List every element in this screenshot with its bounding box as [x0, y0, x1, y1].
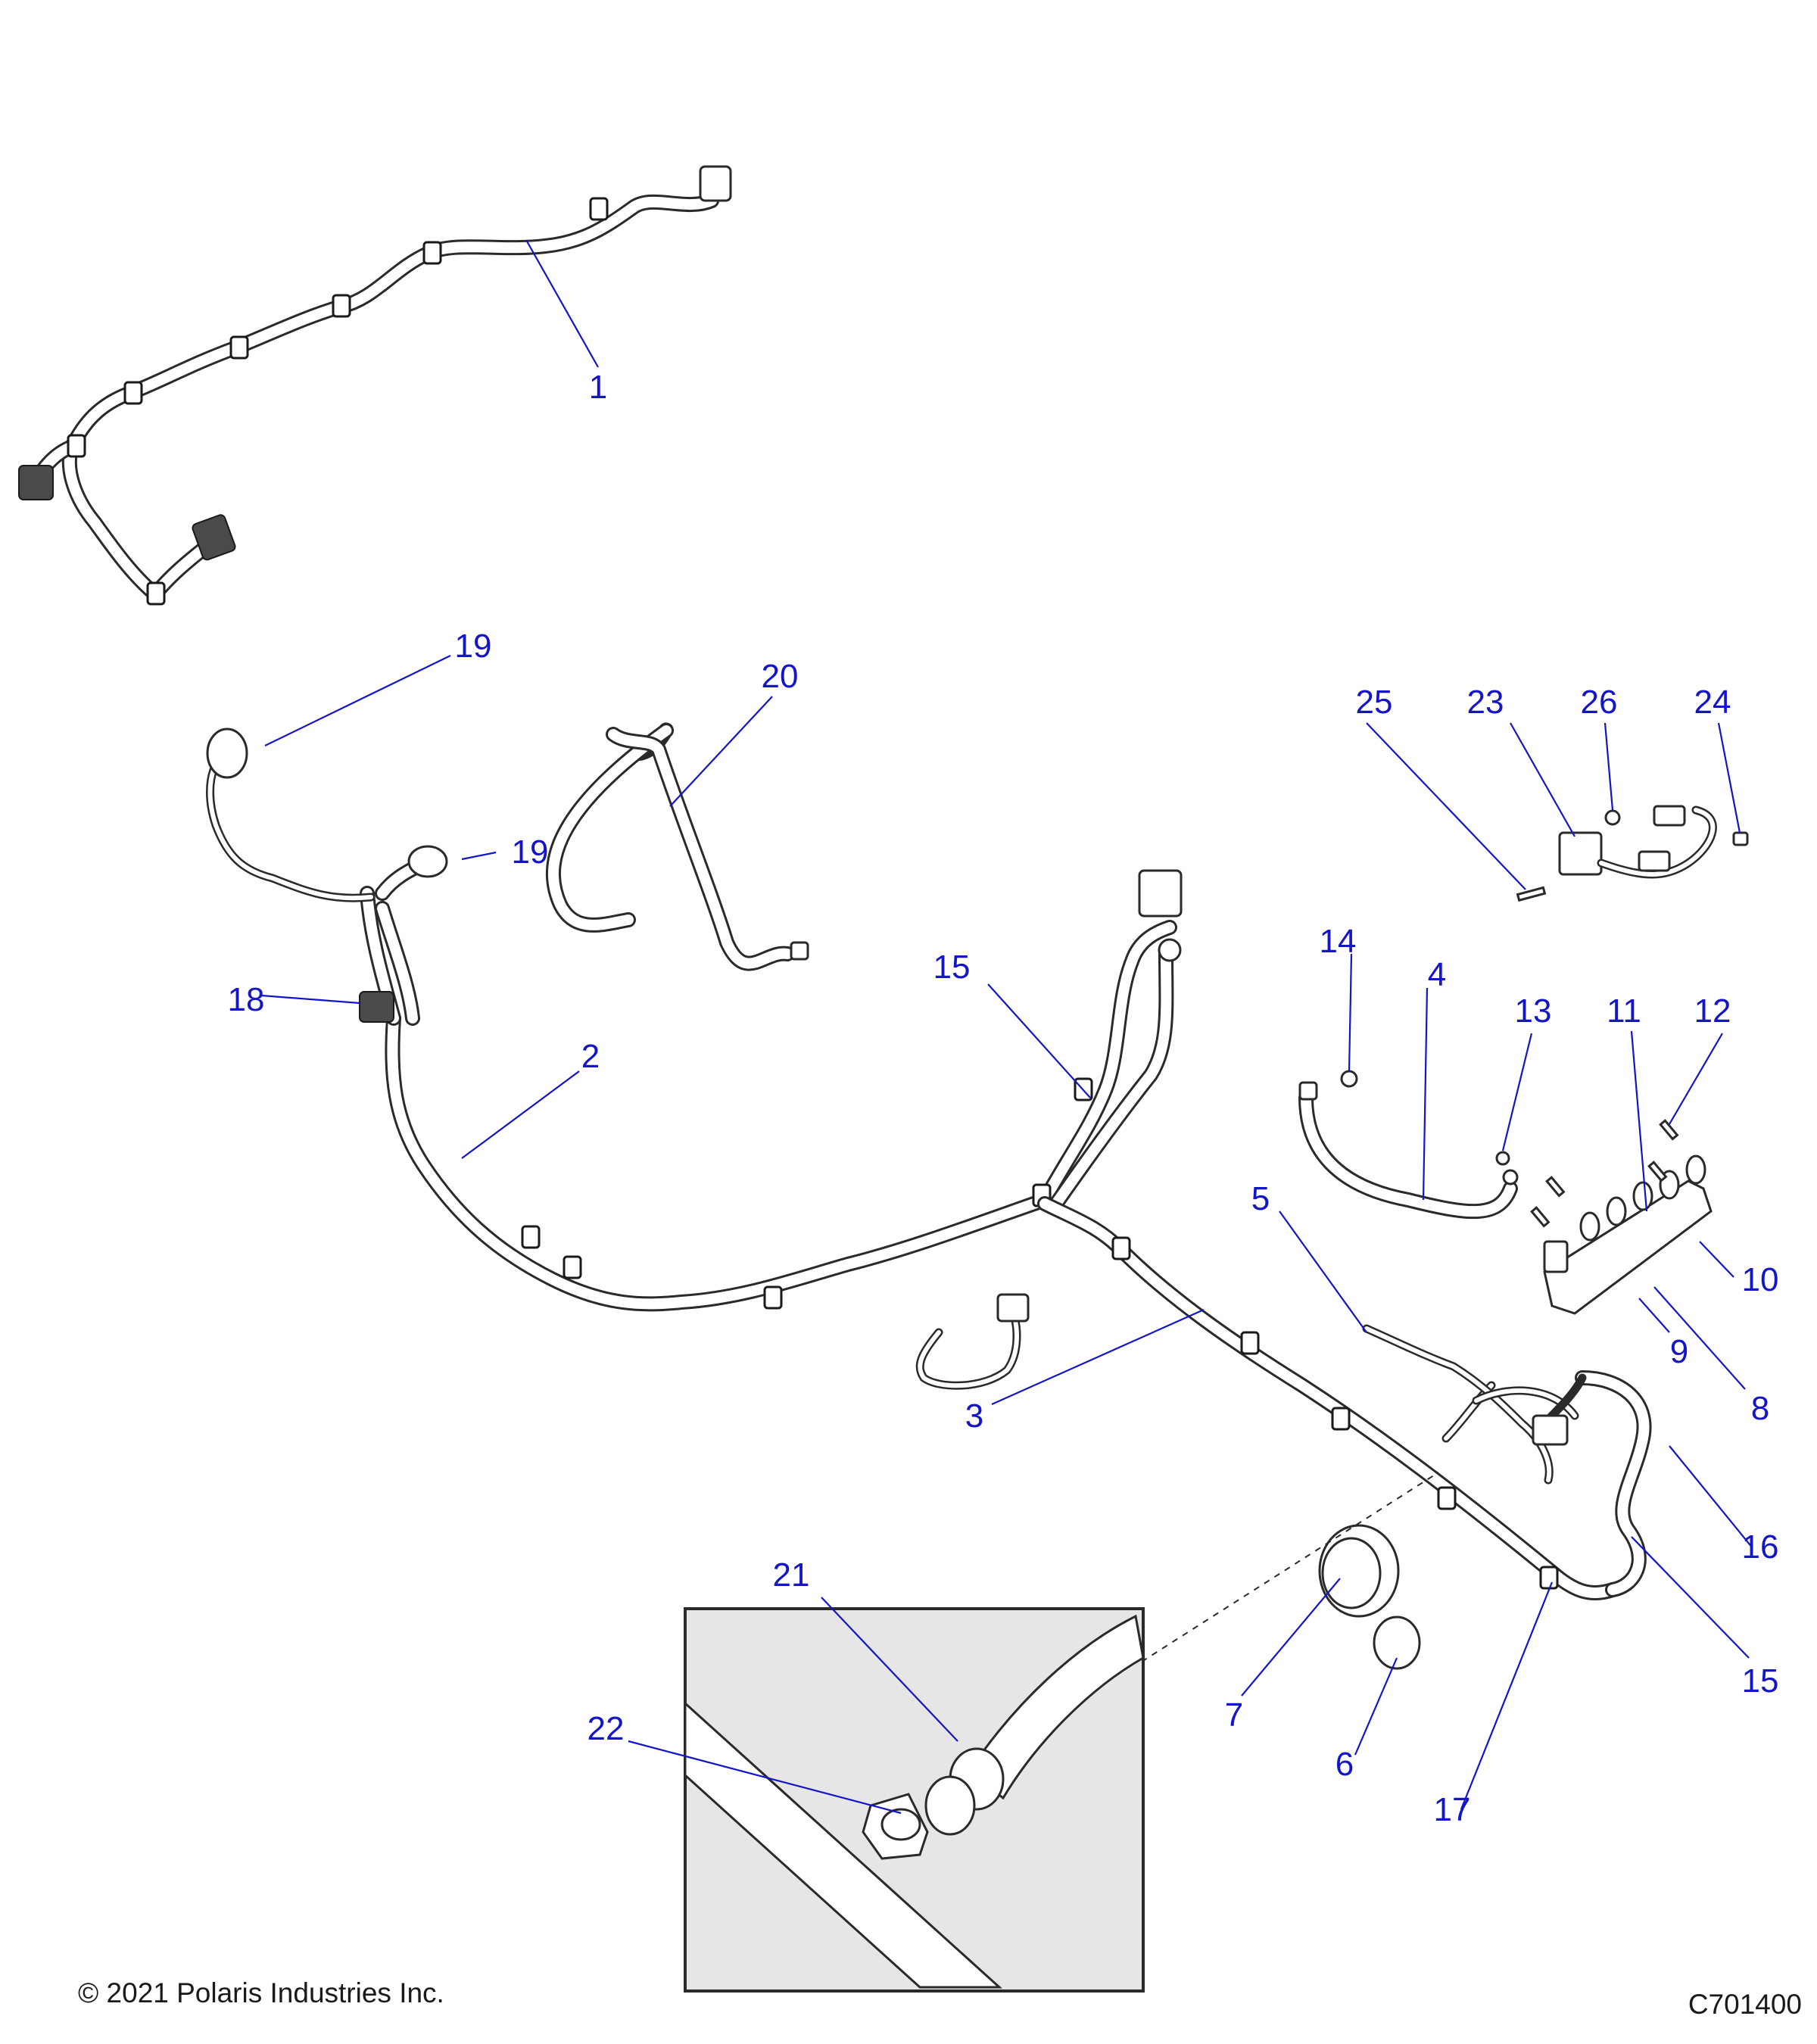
- callout-13: 13: [1515, 992, 1552, 1030]
- detail-reference-line: [1141, 1472, 1439, 1662]
- callout-2: 2: [581, 1038, 600, 1075]
- callout-8: 8: [1751, 1390, 1769, 1427]
- callout-20: 20: [762, 658, 799, 695]
- fuse-a: [1545, 1176, 1566, 1198]
- callout-22: 22: [587, 1710, 625, 1747]
- grommet-6: [1373, 1616, 1421, 1670]
- callout-23: 23: [1467, 684, 1504, 721]
- fuse-block: [1543, 1154, 1713, 1315]
- detail-inset: [684, 1607, 1145, 1993]
- callout-24: 24: [1694, 684, 1731, 721]
- callout-17: 17: [1434, 1791, 1471, 1828]
- callout-19-lower: 19: [512, 833, 549, 871]
- loose-connector: [915, 1293, 1030, 1390]
- callout-9: 9: [1670, 1333, 1688, 1370]
- callout-16: 16: [1742, 1528, 1779, 1566]
- figure-code: C701400: [1688, 1989, 1802, 2020]
- nut-13: [1495, 1151, 1510, 1166]
- relay-harness-23: [1558, 805, 1749, 879]
- callout-26: 26: [1581, 684, 1618, 721]
- subharness-5: [1362, 1324, 1587, 1485]
- callout-19-upper: 19: [455, 628, 492, 665]
- bolt-14: [1340, 1070, 1358, 1088]
- callout-10: 10: [1742, 1261, 1779, 1298]
- callout-14: 14: [1320, 923, 1357, 960]
- callout-3: 3: [965, 1397, 983, 1435]
- callout-4: 4: [1428, 956, 1446, 993]
- callout-6: 6: [1335, 1746, 1354, 1783]
- copyright-text: © 2021 Polaris Industries Inc.: [78, 1977, 444, 2008]
- harness-2: [206, 728, 1183, 1312]
- callout-7: 7: [1225, 1697, 1243, 1734]
- callout-15-lower: 15: [1742, 1662, 1779, 1700]
- fuse-c: [1647, 1161, 1668, 1182]
- callout-25: 25: [1356, 684, 1393, 721]
- cable-20: [545, 722, 809, 971]
- callout-1: 1: [589, 369, 607, 406]
- fuse-b: [1530, 1206, 1551, 1228]
- fuse-12: [1659, 1119, 1679, 1141]
- callout-21: 21: [773, 1556, 810, 1594]
- screw-25: [1516, 886, 1547, 902]
- callout-11: 11: [1607, 992, 1641, 1030]
- ground-cable-4: [1298, 1081, 1519, 1220]
- callout-labels: 1 2 3 4 5 6 7 8 9 10 11 12 13 14 15 15 1…: [228, 369, 1779, 1828]
- callout-18: 18: [228, 981, 265, 1018]
- callout-12: 12: [1694, 992, 1731, 1030]
- grommet-7-inner: [1321, 1537, 1382, 1609]
- harness-1: [18, 165, 732, 606]
- callout-15-upper: 15: [933, 949, 971, 986]
- leader-lines: [260, 239, 1753, 1815]
- callout-5: 5: [1251, 1180, 1270, 1217]
